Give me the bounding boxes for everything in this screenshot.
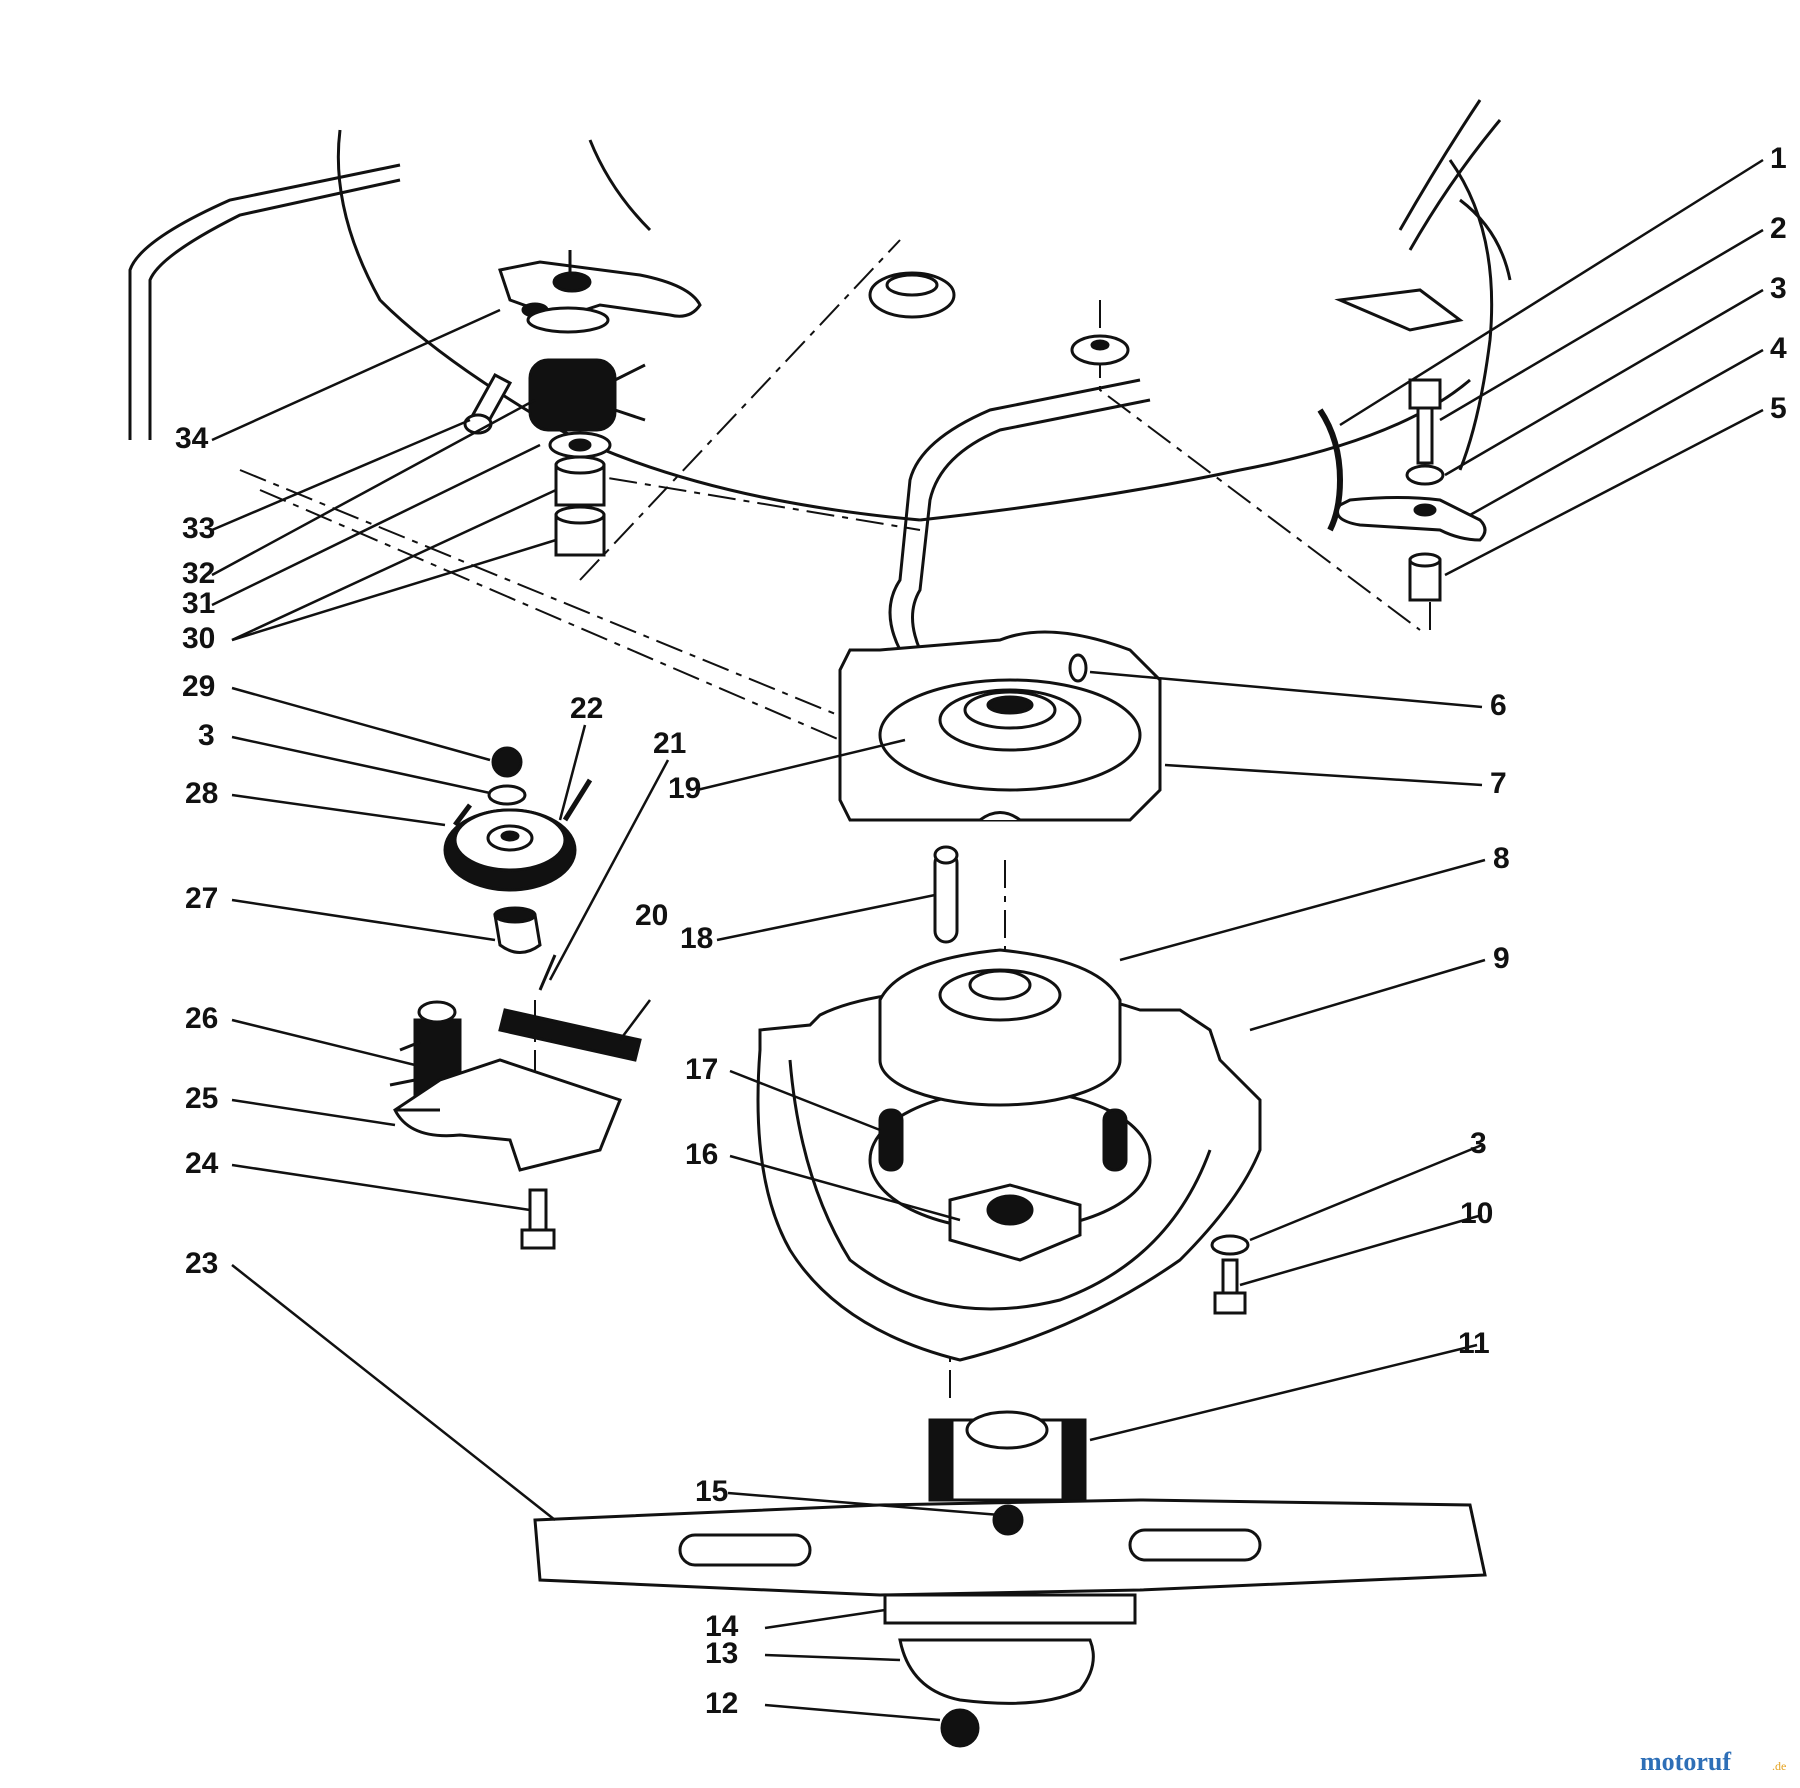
callout-13: 13: [705, 1637, 738, 1670]
part-22-belt-guide: [453, 778, 593, 827]
part-16-hub: [948, 1183, 1082, 1262]
part-25-bracket-plate: [393, 1058, 622, 1172]
callout-34: 34: [175, 422, 209, 455]
mower-deck-outline: [128, 99, 1512, 651]
part-14-blade-plate: [883, 1593, 1137, 1625]
part-17-clutch-shoes: [878, 1108, 1128, 1172]
part-34-handle-lever: [498, 250, 702, 334]
callout-18: 18: [680, 922, 713, 955]
part-9-housing: [756, 988, 1262, 1362]
part-11-blade-adapter: [928, 1410, 1087, 1502]
callout-11: 11: [1458, 1327, 1490, 1360]
part-31-washer: [548, 431, 612, 459]
callout-12: 12: [705, 1687, 738, 1720]
callout-21: 21: [653, 727, 686, 760]
part-12-bolt: [940, 1708, 980, 1748]
callout-6: 6: [1490, 689, 1507, 722]
callout-3-left: 3: [198, 719, 215, 752]
watermark-logo: motoruf .de: [1640, 1747, 1786, 1776]
callout-32: 32: [182, 557, 215, 590]
callout-28: 28: [185, 777, 218, 810]
callout-24: 24: [185, 1147, 219, 1180]
part-4-bracket: [1336, 496, 1487, 542]
part-30-bushings: [554, 455, 606, 557]
part-2-bolt: [1408, 378, 1442, 465]
part-6-hole: [1068, 653, 1088, 683]
part-23-blade: [533, 1498, 1487, 1597]
callout-labels: 1 2 3 4 5 6 7 8 9 3 10 11 12 13 14 15 16…: [175, 142, 1787, 1720]
callout-17: 17: [685, 1053, 718, 1086]
callout-26: 26: [185, 1002, 218, 1035]
part-8-clutch-cover: [878, 948, 1122, 1107]
callout-16: 16: [685, 1138, 718, 1171]
watermark-text: motoruf: [1640, 1747, 1731, 1776]
part-3-washer-right: [1210, 1234, 1250, 1256]
callout-15: 15: [695, 1475, 728, 1508]
watermark-suffix: .de: [1772, 1759, 1786, 1773]
part-24-bolt: [520, 1188, 556, 1250]
part-29-nut: [491, 746, 523, 778]
part-1-clip: [1317, 408, 1344, 532]
callout-9: 9: [1493, 942, 1510, 975]
part-28-pulley: [443, 808, 577, 892]
callout-14: 14: [705, 1610, 739, 1643]
part-20-strip: [498, 1008, 642, 1062]
callout-19: 19: [668, 772, 701, 805]
part-21-screw: [538, 954, 557, 991]
part-15-washer: [992, 1504, 1024, 1536]
callout-30: 30: [182, 622, 215, 655]
callout-1: 1: [1770, 142, 1787, 175]
part-3-washer-left: [487, 784, 527, 806]
part-13-cap: [898, 1638, 1095, 1705]
part-27-bushing: [493, 906, 542, 954]
callout-33: 33: [182, 512, 215, 545]
part-3-washer-top: [1405, 464, 1445, 486]
callout-10: 10: [1460, 1197, 1493, 1230]
callout-23: 23: [185, 1247, 218, 1280]
callout-3-top: 3: [1770, 272, 1787, 305]
callout-5: 5: [1770, 392, 1787, 425]
part-5-spacer: [1408, 552, 1442, 602]
callout-2: 2: [1770, 212, 1787, 245]
deck-seats: [868, 271, 1130, 366]
callout-3-right: 3: [1470, 1127, 1487, 1160]
callout-29: 29: [182, 670, 215, 703]
callout-25: 25: [185, 1082, 218, 1115]
part-10-bolt: [1213, 1258, 1247, 1315]
callout-27: 27: [185, 882, 218, 915]
callout-7: 7: [1490, 767, 1507, 800]
callout-8: 8: [1493, 842, 1510, 875]
callout-31: 31: [182, 587, 215, 620]
leader-lines: [211, 158, 1764, 1722]
callout-4: 4: [1770, 332, 1787, 365]
part-32-spring: [528, 358, 646, 432]
callout-22: 22: [570, 692, 603, 725]
callout-20: 20: [635, 899, 668, 932]
part-18-pin: [933, 845, 959, 944]
part-19-bearing: [878, 678, 1142, 792]
